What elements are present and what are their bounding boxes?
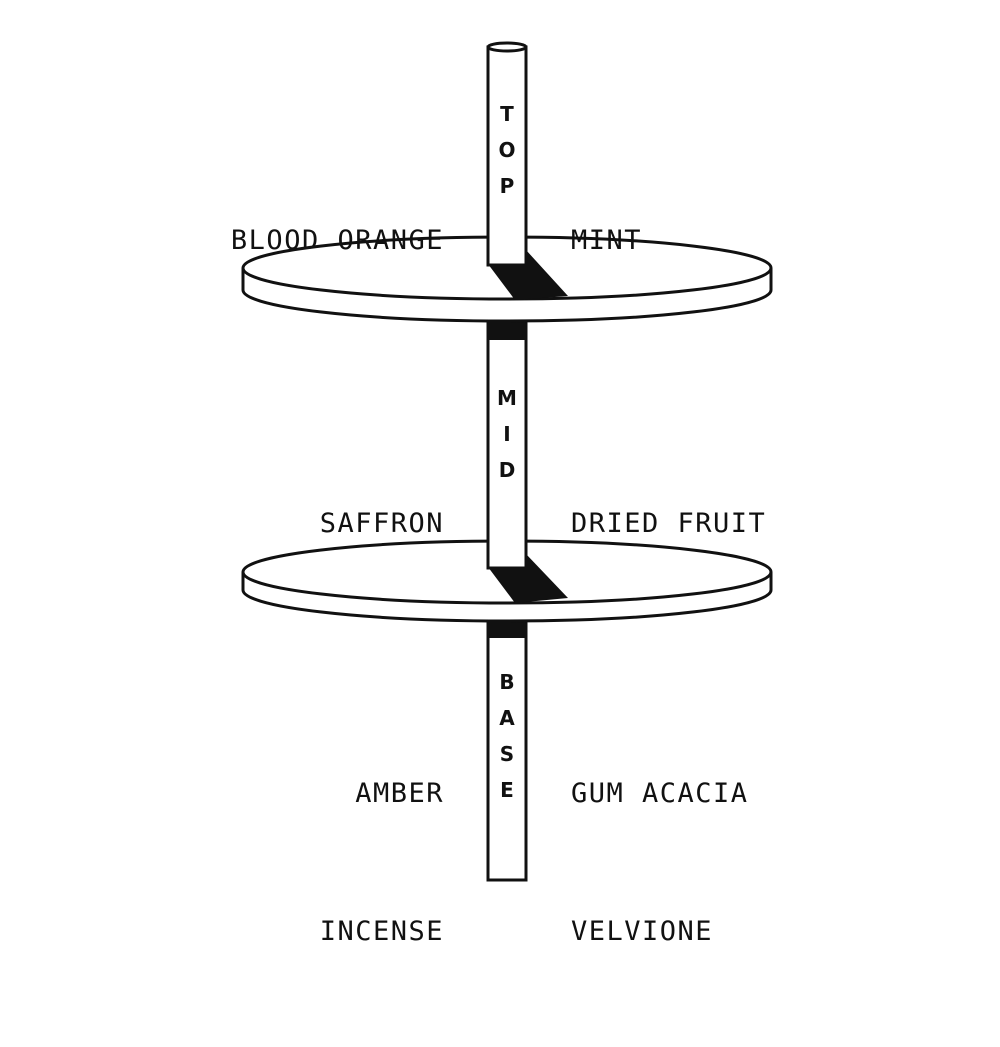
mid-left-notes: SAFFRON [320, 409, 444, 639]
note-base-left-2: INCENSE [319, 916, 444, 947]
top-left-notes: BLOOD ORANGE [231, 126, 444, 356]
mid-pole [486, 318, 528, 570]
base-pole [486, 618, 528, 882]
top-pole [486, 45, 528, 267]
note-mid-right-1: DRIED FRUIT [571, 508, 767, 539]
note-base-left-1: AMBER [355, 778, 444, 809]
fragrance-pyramid: T O P BLOOD ORANGE MINT M I D SAFFRON DR… [231, 41, 773, 947]
top-right-notes: MINT [571, 126, 642, 356]
tier-label-base: B A S E [499, 670, 515, 802]
note-base-right-1: GUM ACACIA [571, 778, 749, 809]
tier-label-top: T O P [498, 102, 516, 198]
mid-pole-band [488, 320, 526, 340]
upper-disc [241, 235, 773, 323]
base-right-notes: GUM ACACIA VELVIONE [571, 679, 749, 1047]
note-mid-left-1: SAFFRON [319, 508, 444, 539]
note-top-left-1: BLOOD ORANGE [230, 225, 444, 256]
note-top-right-1: MINT [571, 225, 643, 256]
base-left-notes: AMBER INCENSE [320, 679, 444, 1047]
note-base-right-2: VELVIONE [571, 916, 714, 947]
tier-stand-drawing [241, 41, 773, 882]
base-pole-band [488, 620, 526, 638]
mid-right-notes: DRIED FRUIT [571, 409, 766, 639]
tier-label-mid: M I D [497, 386, 517, 482]
top-pole-cap [486, 41, 528, 53]
